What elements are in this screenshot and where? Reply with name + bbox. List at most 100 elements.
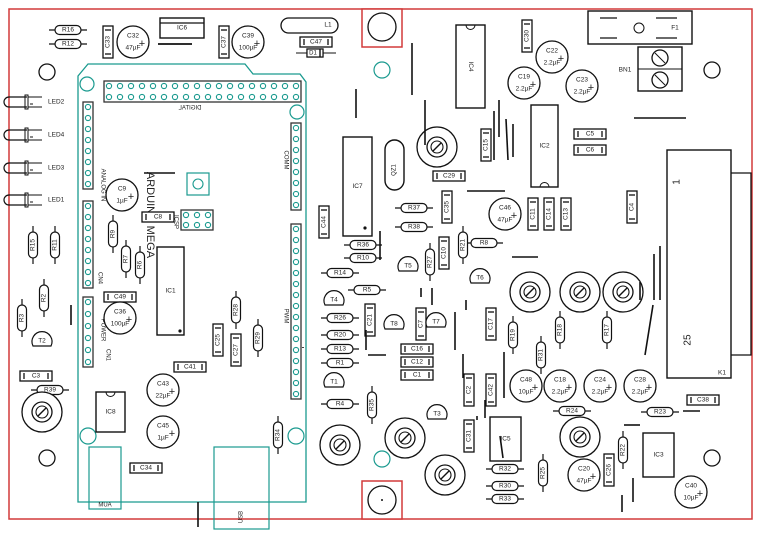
silkscreen-line (644, 304, 654, 356)
capacitor-body (560, 197, 572, 231)
screw-slot (654, 52, 666, 64)
polarity-plus: + (139, 38, 145, 50)
capacitor-body (463, 373, 475, 407)
arduino-hole (289, 104, 305, 120)
header-pin (105, 82, 113, 90)
capacitor-body (173, 361, 207, 373)
resistor-body (54, 38, 82, 50)
resistor: R24 (553, 405, 591, 417)
ic-body (156, 246, 185, 336)
resistor-body (558, 405, 586, 417)
component-label: R26 (334, 315, 346, 322)
led-flange (24, 94, 29, 110)
trimmer-rotor (612, 281, 634, 303)
reset-button-cap (192, 178, 204, 190)
component-label: C49 (114, 294, 126, 301)
header-pin (171, 82, 179, 90)
resistor: R30 (486, 480, 524, 492)
component-label: 22µF (156, 393, 171, 400)
capacitor: C47 (299, 36, 333, 48)
capacitor: C6 (573, 144, 607, 156)
capacitor: C41 (173, 361, 207, 373)
capacitor: C30 (521, 19, 533, 53)
cn1-label: CN1 (104, 349, 110, 362)
component-label: C41 (184, 364, 196, 371)
reset-button (186, 172, 210, 196)
component-label: R2 (41, 293, 48, 302)
trimmer-rotor (31, 401, 53, 423)
component-label: C3 (32, 373, 41, 380)
arduino-hole (79, 76, 95, 92)
component-label: R35 (369, 399, 376, 411)
resistor-body (646, 406, 674, 418)
capacitor: C16 (400, 343, 434, 355)
capacitor-body (230, 333, 242, 367)
polarity-plus: + (511, 210, 517, 222)
mounting-hole (38, 449, 56, 467)
component-label: IC3 (653, 452, 664, 459)
resistor: R25 (537, 454, 549, 492)
header-pin (84, 257, 92, 265)
component-label: L1 (324, 22, 332, 29)
trimmer-screw (438, 468, 452, 482)
component-label: C48 (520, 377, 532, 384)
resistor-body (554, 316, 566, 344)
capacitor-body (441, 190, 453, 224)
capacitor-body (527, 197, 539, 231)
resistor: R15 (27, 226, 39, 264)
header-frame (82, 296, 94, 368)
capacitor-body (400, 343, 434, 355)
capacitor: C8 (141, 211, 175, 223)
silkscreen-line (505, 118, 509, 161)
resistor: R26 (321, 312, 359, 324)
resistor-body (491, 463, 519, 475)
capacitor-body (102, 25, 114, 59)
header-pin (171, 93, 179, 101)
resistor: R35 (366, 386, 378, 424)
transistor-body (323, 372, 345, 388)
header-pin (270, 82, 278, 90)
component-label: C32 (127, 33, 139, 40)
led-flange (24, 127, 29, 143)
header-pin (237, 82, 245, 90)
capacitor-body (573, 144, 607, 156)
resistor: R22 (617, 431, 629, 469)
capacitor-body (507, 66, 541, 100)
header-pin (138, 93, 146, 101)
capacitor-body (463, 419, 475, 453)
header-frame (82, 101, 94, 190)
header-pin (84, 334, 92, 342)
header-pin (84, 224, 92, 232)
header-pin (292, 179, 300, 187)
capacitor-body (623, 369, 657, 403)
header-pin (292, 324, 300, 332)
integrated-circuit: IC7 (342, 136, 373, 237)
resistor-body (27, 231, 39, 259)
trimmer-screw (573, 285, 587, 299)
header-pin (84, 310, 92, 318)
transistor-body (425, 312, 447, 328)
header-pin (182, 93, 190, 101)
component-label: C22 (546, 48, 558, 55)
component-label: C38 (697, 397, 709, 404)
capacitor: C29 (432, 170, 466, 182)
resistor: R5 (348, 284, 386, 296)
capacitor-body (543, 369, 577, 403)
resistor-body (120, 245, 132, 273)
component-label: 47µF (498, 217, 513, 224)
component-label: R25 (540, 467, 547, 479)
component-label: R5 (363, 287, 372, 294)
resistor-body (617, 436, 629, 464)
component-label: C11 (530, 208, 537, 220)
resistor-body (349, 239, 377, 251)
component-label: C26 (606, 464, 613, 476)
